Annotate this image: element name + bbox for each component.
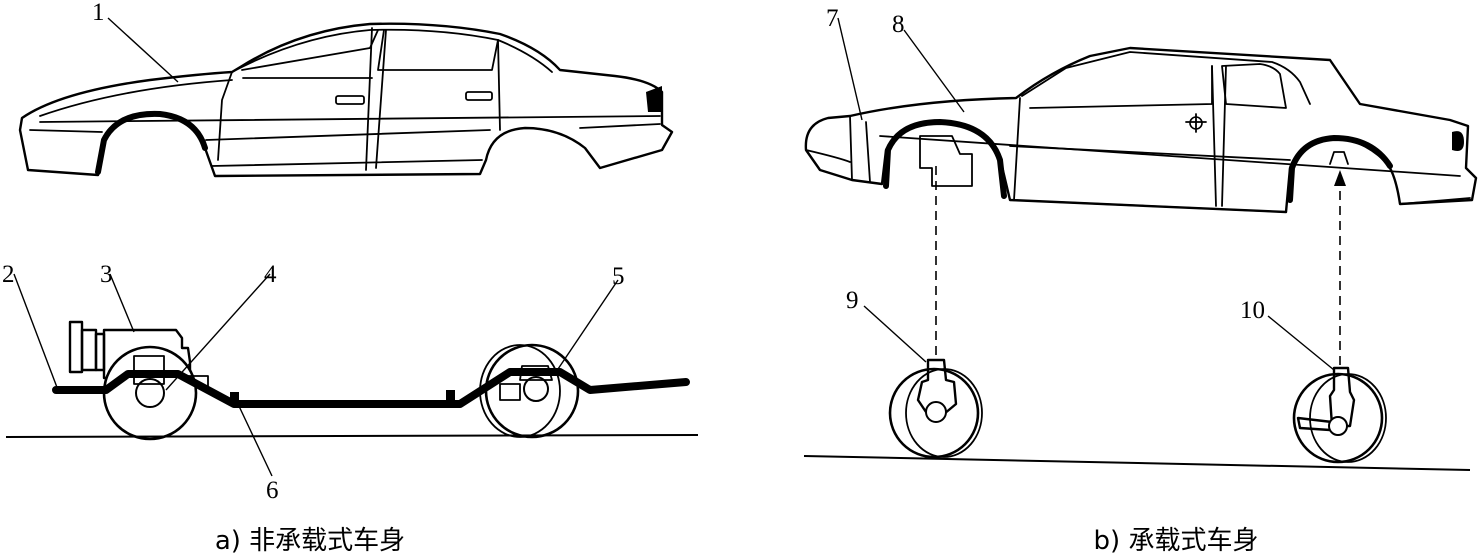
callout-4: 4 [264, 261, 277, 288]
callout-6: 6 [266, 477, 279, 504]
ground-line-a [5, 434, 699, 438]
caption-b: b) 承载式车身 [1094, 526, 1259, 556]
caption-a: a) 非承载式车身 [215, 526, 405, 556]
panel-a-body-on-frame: 1 2 3 4 5 6 a) 非承载式车身 [2, 0, 699, 556]
panel-b-unibody: 7 8 9 10 b) 承载式车身 [803, 5, 1478, 556]
callout-1: 1 [92, 0, 105, 26]
callout-7: 7 [826, 5, 839, 32]
rear-wheel-strut [1292, 366, 1387, 464]
callout-5: 5 [612, 263, 625, 290]
sedan-body-shell [18, 22, 674, 178]
chassis-frame-assembly [52, 320, 690, 441]
callout-2: 2 [2, 261, 15, 288]
front-wheel [102, 345, 198, 441]
callout-3: 3 [100, 261, 113, 288]
callout-9: 9 [846, 287, 859, 314]
coupe-unibody [804, 46, 1478, 214]
callout-8: 8 [892, 11, 905, 38]
front-wheel-strut [888, 358, 983, 459]
rear-wheel-axle [479, 343, 580, 439]
ground-line-b [803, 455, 1471, 471]
callout-10: 10 [1240, 297, 1265, 324]
